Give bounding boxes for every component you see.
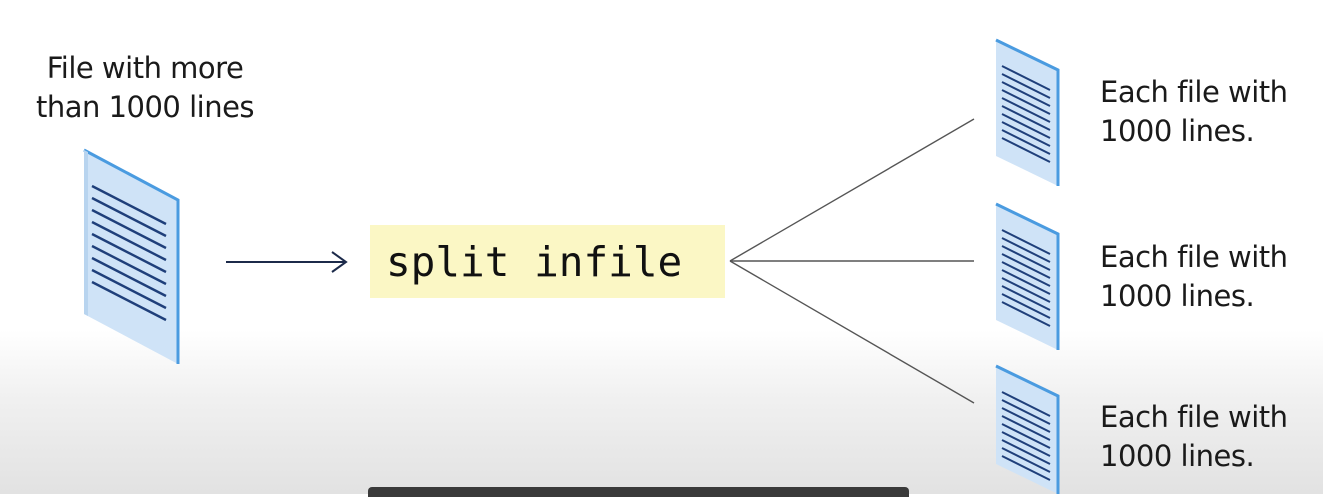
output-file-label-3-line2: 1000 lines. [1100,439,1255,473]
output-file-label-1-line2: 1000 lines. [1100,114,1255,148]
output-document-icon-2 [995,202,1060,350]
output-document-icon-1 [995,38,1060,186]
input-arrow [226,251,348,273]
source-file-label: File with more than 1000 lines [14,49,276,127]
output-file-label-1-line1: Each file with [1100,75,1288,109]
output-file-label-2-line1: Each file with [1100,240,1288,274]
connector-line-bottom [729,260,975,404]
video-controls-bar[interactable] [368,487,909,497]
output-file-label-2-line2: 1000 lines. [1100,279,1255,313]
output-file-label-3-line1: Each file with [1100,400,1288,434]
output-file-label-1: Each file with 1000 lines. [1100,73,1323,151]
output-file-label-3: Each file with 1000 lines. [1100,398,1323,476]
source-file-label-line2: than 1000 lines [35,90,255,124]
source-document-icon [83,148,180,364]
output-file-label-2: Each file with 1000 lines. [1100,238,1323,316]
split-command-text: split infile [386,237,683,286]
connector-line-top [729,118,975,262]
source-file-label-line1: File with more [46,51,244,85]
split-command-box: split infile [370,225,725,298]
output-document-icon-3 [995,364,1060,494]
